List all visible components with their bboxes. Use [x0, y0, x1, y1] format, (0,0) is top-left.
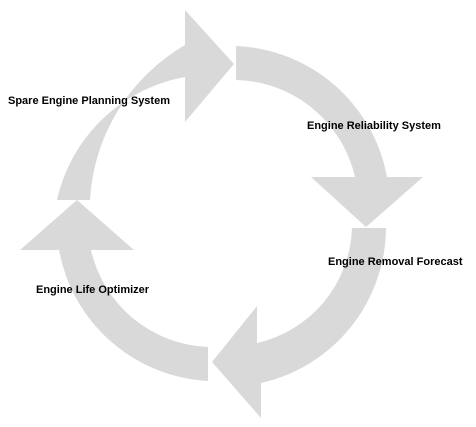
arrow-reliability-to-removal: [236, 46, 423, 227]
node-label-engine-reliability-system: Engine Reliability System: [307, 120, 441, 132]
arrow-spare-to-reliability: [57, 10, 234, 200]
node-label-engine-removal-forecast: Engine Removal Forecast: [328, 256, 463, 268]
node-label-engine-life-optimizer: Engine Life Optimizer: [36, 284, 150, 296]
arrow-removal-to-life: [212, 228, 386, 418]
arrow-life-to-spare: [20, 200, 208, 381]
node-label-spare-engine-planning-system: Spare Engine Planning System: [8, 95, 170, 107]
